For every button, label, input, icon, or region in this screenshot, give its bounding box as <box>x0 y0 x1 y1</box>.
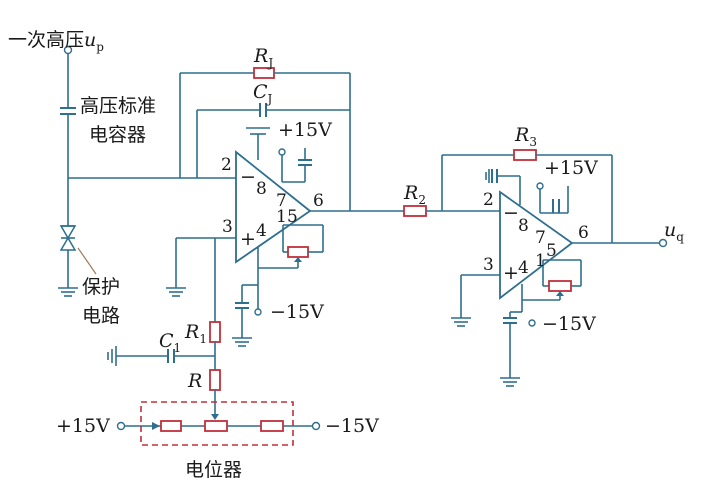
pot-wiper-arrow <box>211 414 219 420</box>
oa1-pin2: 2 <box>221 155 232 175</box>
minus15-label-1: −15V <box>270 301 324 323</box>
minus15-label-pot: −15V <box>325 415 379 437</box>
oa2-pin2: 2 <box>483 190 494 210</box>
ground-symbol <box>500 377 520 387</box>
oa2-pin8: 8 <box>518 216 529 236</box>
plus15-terminal-pot <box>116 421 126 431</box>
pot-resistor-left <box>160 420 182 432</box>
rj-label: RJ <box>253 45 273 70</box>
resistor-r3 <box>513 149 537 161</box>
potentiometer-label: 电位器 <box>185 459 242 481</box>
oa1-plus-sign: + <box>240 228 256 250</box>
oa1-pin3: 3 <box>222 217 233 237</box>
pot-resistor-middle <box>204 420 228 432</box>
minus15-terminal-1 <box>254 308 262 316</box>
oa2-pin6: 6 <box>578 223 589 243</box>
offset-pot-2 <box>548 280 572 292</box>
minus15-terminal-pot <box>311 421 321 431</box>
plus15-label-1: +15V <box>278 119 332 141</box>
r2-label: R2 <box>403 182 426 207</box>
r3-label: R3 <box>514 124 537 149</box>
protection-diodes <box>59 225 77 251</box>
ground-symbol <box>166 287 186 297</box>
resistor-r <box>209 369 221 391</box>
resistor-r1 <box>209 321 221 343</box>
plus15-label-2: +15V <box>544 157 598 179</box>
ground-symbol <box>58 287 78 297</box>
oa1-pin8: 8 <box>256 179 267 199</box>
ground-symbol <box>107 346 117 366</box>
pot-resistor-right <box>260 420 284 432</box>
op-amp-1 <box>235 150 312 264</box>
r-label: R <box>187 370 202 392</box>
pin8-terminal-2 <box>536 182 544 190</box>
oa2-pin5: 5 <box>546 241 557 261</box>
minus15-label-2: −15V <box>542 313 596 335</box>
wire-arrow <box>152 422 160 430</box>
oa2-pin7: 7 <box>535 228 546 248</box>
wiper-arrow <box>294 257 302 262</box>
protection-label-line2: 电路 <box>82 305 120 327</box>
output-terminal <box>658 238 668 248</box>
callout-line <box>77 247 97 275</box>
wiper-arrow <box>556 291 564 296</box>
c1-label: C1 <box>159 330 181 355</box>
oa1-pin6: 6 <box>313 191 324 211</box>
protection-label-line1: 保护 <box>82 276 120 298</box>
supply-plus-1 <box>246 127 270 160</box>
oa1-pin4: 4 <box>256 221 267 241</box>
offset-pot-1 <box>287 246 309 258</box>
oa2-minus-sign: − <box>503 202 519 224</box>
uq-label: uq <box>664 219 684 244</box>
ground-symbol <box>451 317 471 327</box>
oa2-plus-sign: + <box>503 262 519 284</box>
minus15-terminal-2 <box>528 319 536 327</box>
oa1-minus-sign: − <box>240 166 256 188</box>
cj-label: CJ <box>253 81 273 106</box>
capacitor-label-line2: 电容器 <box>89 124 146 146</box>
oa1-pin5: 5 <box>287 207 298 227</box>
oa1-pin1: 1 <box>276 207 287 227</box>
primary-voltage-label: 一次高压up <box>8 29 104 54</box>
oa2-pin1: 1 <box>535 251 546 271</box>
pin8-terminal <box>278 148 286 156</box>
capacitor-label-line1: 高压标准 <box>80 95 156 117</box>
op-amp-2 <box>499 190 574 300</box>
potentiometer-box <box>140 401 294 446</box>
oa1-pin7: 7 <box>276 191 287 211</box>
plus15-label-pot: +15V <box>56 415 110 437</box>
r1-label: R1 <box>184 321 207 346</box>
oa2-pin3: 3 <box>483 255 494 275</box>
resistor-r2 <box>403 205 427 217</box>
oa2-pin4: 4 <box>518 258 529 278</box>
ground-symbol <box>485 169 490 183</box>
ground-symbol <box>232 337 252 347</box>
